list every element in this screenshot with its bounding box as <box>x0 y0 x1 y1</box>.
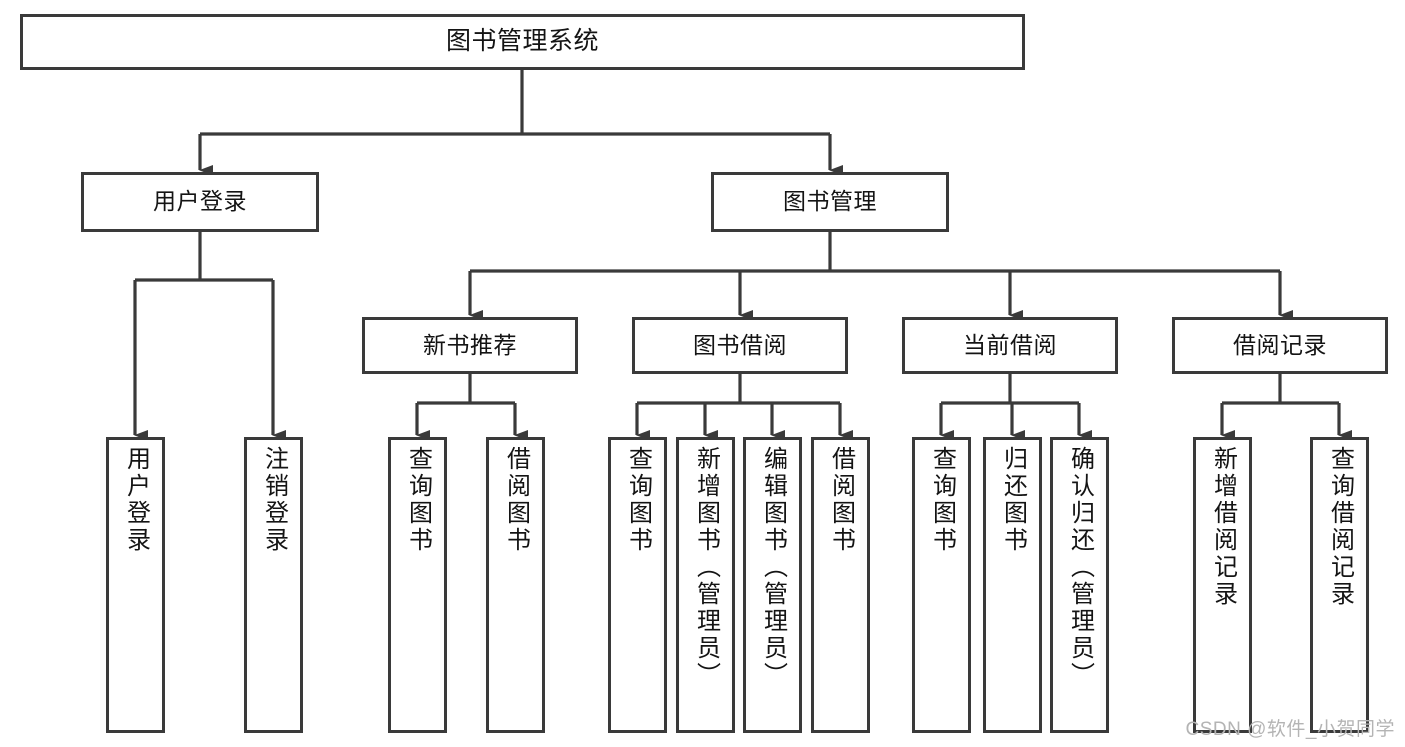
node-leaf-query-book-1[interactable]: 查询图书 <box>388 437 447 733</box>
node-book-borrow[interactable]: 图书借阅 <box>632 317 848 374</box>
node-borrow-record[interactable]: 借阅记录 <box>1172 317 1388 374</box>
node-new-book-rec[interactable]: 新书推荐 <box>362 317 578 374</box>
node-leaf-query-book-3[interactable]: 查询图书 <box>912 437 971 733</box>
node-current-borrow-label: 当前借阅 <box>963 331 1057 358</box>
node-leaf-query-book-2[interactable]: 查询图书 <box>608 437 667 733</box>
node-leaf-query-record[interactable]: 查询借阅记录 <box>1310 437 1369 733</box>
node-current-borrow[interactable]: 当前借阅 <box>902 317 1118 374</box>
node-leaf-user-login[interactable]: 用户登录 <box>106 437 165 733</box>
node-leaf-add-book-label: 新增图书（管理员） <box>692 446 720 689</box>
node-leaf-return-book[interactable]: 归还图书 <box>983 437 1042 733</box>
node-book-manage[interactable]: 图书管理 <box>711 172 949 232</box>
node-leaf-borrow-book-2-label: 借阅图书 <box>827 446 855 554</box>
node-leaf-confirm-return-label: 确认归还（管理员） <box>1066 446 1094 689</box>
node-leaf-query-book-2-label: 查询图书 <box>624 446 652 554</box>
node-leaf-add-record-label: 新增借阅记录 <box>1209 446 1237 608</box>
node-leaf-query-book-3-label: 查询图书 <box>928 446 956 554</box>
node-leaf-query-book-1-label: 查询图书 <box>404 446 432 554</box>
node-leaf-user-logout-label: 注销登录 <box>260 446 288 554</box>
node-leaf-return-book-label: 归还图书 <box>999 446 1027 554</box>
node-root-system[interactable]: 图书管理系统 <box>20 14 1025 70</box>
node-leaf-borrow-book-1-label: 借阅图书 <box>502 446 530 554</box>
node-leaf-borrow-book-1[interactable]: 借阅图书 <box>486 437 545 733</box>
node-root-label: 图书管理系统 <box>445 27 599 56</box>
node-book-borrow-label: 图书借阅 <box>693 331 787 358</box>
node-borrow-record-label: 借阅记录 <box>1233 331 1327 358</box>
csdn-watermark: CSDN @软件_小贺同学 <box>1185 719 1395 740</box>
node-leaf-edit-book[interactable]: 编辑图书（管理员） <box>743 437 802 733</box>
node-leaf-query-record-label: 查询借阅记录 <box>1326 446 1354 608</box>
node-user-login[interactable]: 用户登录 <box>81 172 319 232</box>
node-new-book-rec-label: 新书推荐 <box>423 331 517 358</box>
node-user-login-label: 用户登录 <box>153 188 247 215</box>
node-leaf-borrow-book-2[interactable]: 借阅图书 <box>811 437 870 733</box>
node-leaf-add-record[interactable]: 新增借阅记录 <box>1193 437 1252 733</box>
node-leaf-confirm-return[interactable]: 确认归还（管理员） <box>1050 437 1109 733</box>
node-leaf-user-login-label: 用户登录 <box>122 446 150 554</box>
node-leaf-add-book[interactable]: 新增图书（管理员） <box>676 437 735 733</box>
node-leaf-edit-book-label: 编辑图书（管理员） <box>759 446 787 689</box>
node-book-manage-label: 图书管理 <box>783 188 877 215</box>
node-leaf-user-logout[interactable]: 注销登录 <box>244 437 303 733</box>
